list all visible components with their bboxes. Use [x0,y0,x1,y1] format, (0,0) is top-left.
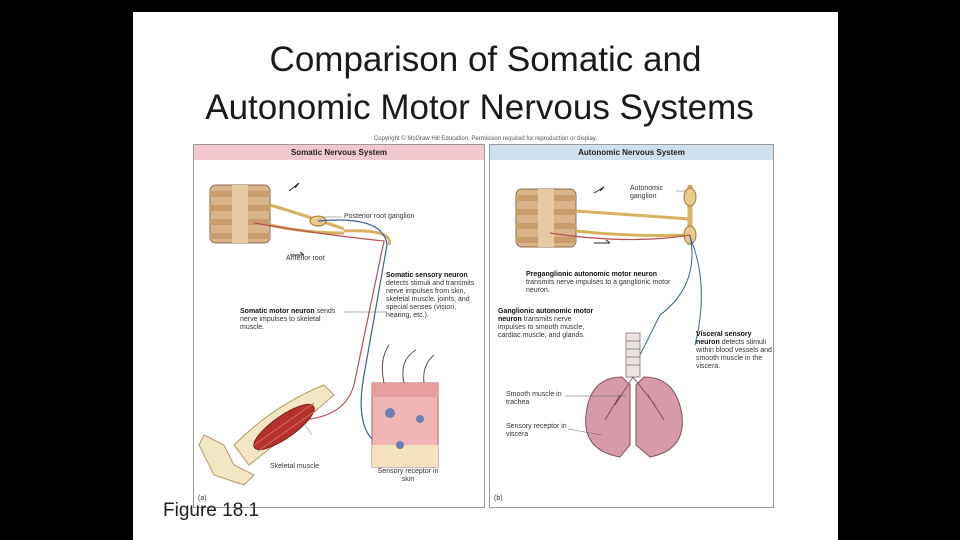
lungs-illustration [585,332,683,458]
posterior-root-ganglion-label: Posterior root ganglion [344,213,415,220]
skin-block [371,344,439,468]
preganglionic-title: Preganglionic autonomic motor neuron [526,271,658,278]
ganglionic-neuron-label: Ganglionic autonomic motor neuron transm… [498,308,594,340]
leg-illustration [198,384,335,486]
left-black-bar [63,12,133,540]
autonomic-panel-header: Autonomic Nervous System [490,145,773,160]
figure-caption: Figure 18.1 [163,500,260,521]
somatic-sensory-neuron-label: Somatic sensory neuron detects stimuli a… [386,272,478,320]
somatic-panel-header: Somatic Nervous System [194,145,484,160]
slide-page: Comparison of Somatic and Autonomic Moto… [133,12,838,540]
spinal-cord-b [515,188,577,248]
somatic-motor-title: Somatic motor neuron [240,308,315,315]
somatic-illustration [198,182,439,486]
skeletal-muscle-label: Skeletal muscle [270,463,320,470]
right-black-bar [838,12,908,540]
preganglionic-desc: transmits nerve impulses to a ganglionic… [526,279,671,294]
smooth-muscle-label: Smooth muscle in trachea [506,391,562,406]
somatic-sensory-title: Somatic sensory neuron [386,272,468,279]
somatic-motor-desc: sends nerve impulses to skeletal muscle. [240,308,336,331]
somatic-panel: Somatic Nervous System [193,144,485,508]
panel-letter-a: (a) [198,495,207,502]
anterior-root-label: Anterior root [286,255,325,262]
ganglionic-desc: transmits nerve impulses to smooth muscl… [498,316,585,339]
slide-title-line-2: Autonomic Motor Nervous Systems [205,88,754,127]
visceral-title: Visceral sensory neuron [696,331,752,346]
slide-title-line-1: Comparison of Somatic and [269,40,702,79]
visceral-desc: detects stimuli within blood vessels and… [696,339,772,370]
ganglionic-title: Ganglionic autonomic motor neuron [498,308,594,323]
copyright-notice: Copyright © McGraw Hill Education. Permi… [373,136,598,142]
preganglionic-neuron-label: Preganglionic autonomic motor neuron tra… [526,271,686,295]
somatic-sensory-desc: detects stimuli and transmits nerve impu… [386,280,475,319]
sensory-receptor-skin-label: Sensory receptor in skin [377,468,439,483]
somatic-motor-neuron-label: Somatic motor neuron sends nerve impulse… [240,308,340,332]
spinal-cord-a [209,184,271,244]
autonomic-panel: Autonomic Nervous System [489,144,774,508]
visceral-sensory-neuron-label: Visceral sensory neuron detects stimuli … [696,331,772,371]
sensory-receptor-viscera-label: Sensory receptor in viscera [506,423,567,438]
autonomic-ganglion-label: Autonomic ganglion [630,185,664,200]
panel-letter-b: (b) [494,495,503,502]
autonomic-illustration [515,185,702,458]
